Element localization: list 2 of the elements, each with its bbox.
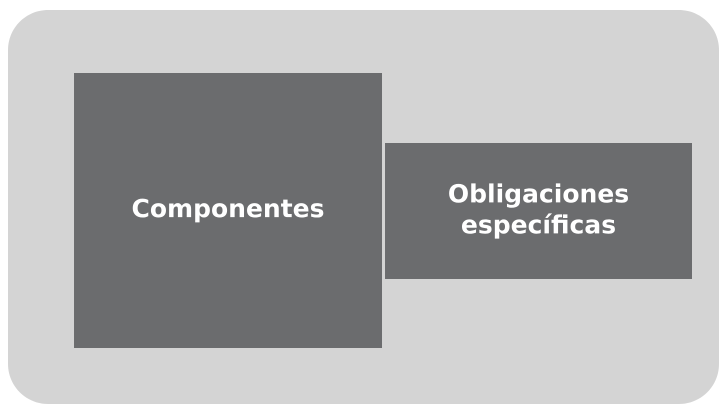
text-box: Componentes: [74, 73, 382, 348]
text-box: Obligaciones específicas: [385, 143, 692, 279]
